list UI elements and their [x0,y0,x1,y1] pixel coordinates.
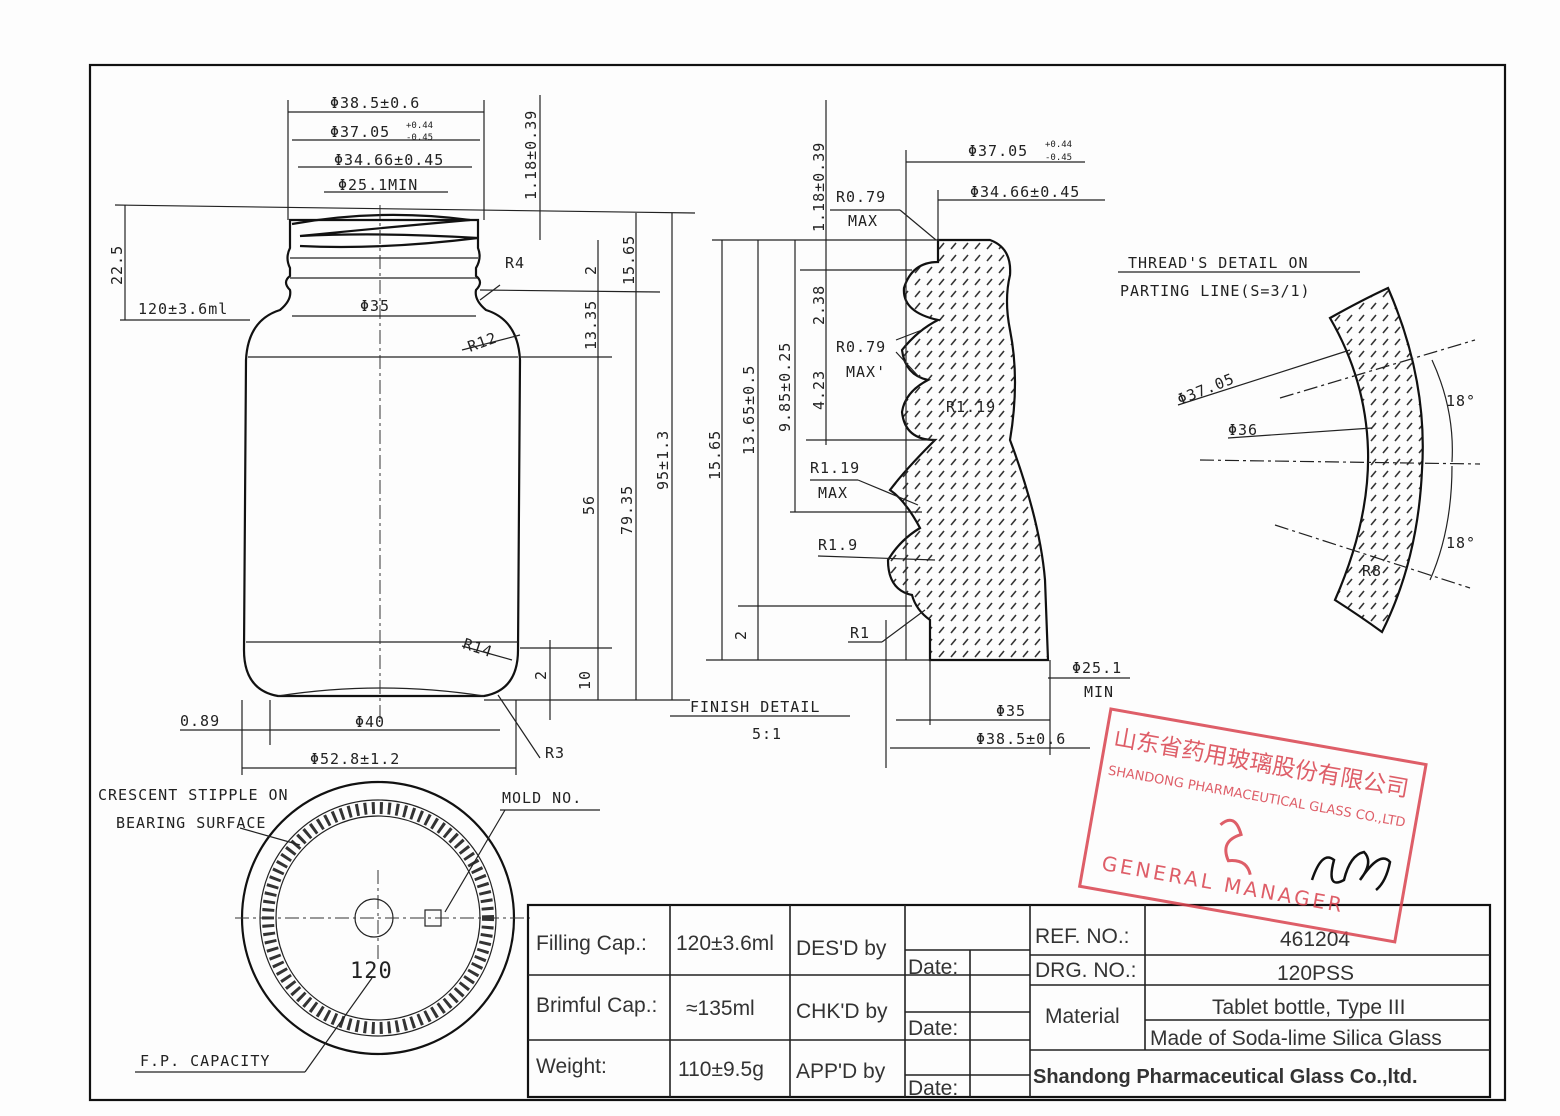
brimful-cap-label: Brimful Cap.: [536,994,657,1017]
radius-r12: R12 [465,329,499,356]
thread-detail-view: THREAD'S DETAIL ON PARTING LINE(S=3/1) Φ… [1118,254,1481,634]
dim-95: 95±1.3 [654,430,672,490]
finish-r1: R1 [850,624,870,642]
material-line-2: Made of Soda-lime Silica Glass [1150,1027,1442,1050]
finish-profile-section [886,238,1050,662]
dim-body-52-8: Φ52.8±1.2 [310,750,400,768]
finish-dim-38-5: Φ38.5±0.6 [976,730,1066,748]
finish-detail-scale: 5:1 [752,725,782,743]
finish-max-b: MAX' [846,363,886,381]
stamp-seal-glyph [1219,818,1252,876]
company-name: Shandong Pharmaceutical Glass Co.,ltd. [1033,1066,1418,1088]
capacity-label: 120±3.6ml [138,300,228,318]
finish-detail-view: Φ37.05 +0.44 -0.45 Φ34.66±0.45 1.18±0.39… [670,100,1130,768]
ref-no-label: REF. NO.: [1035,925,1130,948]
dim-56: 56 [580,495,598,515]
radius-r14: R14 [461,635,495,661]
ref-no-value: 461204 [1280,928,1350,951]
thread-dim-36: Φ36 [1228,421,1258,439]
drg-no-value: 120PSS [1277,962,1354,985]
dim-base-40: Φ40 [355,713,385,731]
finish-tol-up: +0.44 [1045,140,1072,150]
title-block: Filling Cap.: 120±3.6ml DES'D by Date: B… [526,903,1492,1100]
finish-dim-1-18: 1.18±0.39 [810,142,828,232]
dim-bore-25-1: Φ25.1MIN [338,176,418,194]
crescent-stipple-label-2: BEARING SURFACE [116,814,266,832]
drg-no-label: DRG. NO.: [1035,959,1137,982]
dim-22-5: 22.5 [108,245,126,285]
checked-date-label: Date: [908,1017,958,1040]
filling-cap-value: 120±3.6ml [676,932,774,955]
thread-angle-bottom: 18° [1446,534,1476,552]
dim-od-38-5: Φ38.5±0.6 [330,94,420,112]
thread-section [1328,286,1424,634]
company-stamp: 山东省药用玻璃股份有限公司 SHANDONG PHARMACEUTICAL GL… [1077,707,1428,944]
finish-r1-9: R1.9 [818,536,858,554]
finish-min: MIN [1084,683,1114,701]
brimful-cap-value: ≈135ml [686,997,755,1020]
dim-2-top: 2 [582,265,600,275]
material-label: Material [1045,1005,1120,1028]
finish-dim-25-1: Φ25.1 [1072,659,1122,677]
finish-tol-low: -0.45 [1045,153,1072,163]
dim-1-18: 1.18±0.39 [522,110,540,200]
signature [1310,850,1392,891]
stamp-role: GENERAL MANAGER [1100,851,1347,917]
checked-by-label: CHK'D by [796,1000,888,1023]
dim-13-35: 13.35 [582,300,600,350]
finish-max-c: MAX [818,484,848,502]
finish-dim-37-05: Φ37.05 [968,142,1028,160]
thread-dim-37-05: Φ37.05 [1175,369,1238,408]
weight-label: Weight: [536,1055,607,1078]
bottle-outline [242,218,522,698]
dim-od-37-05: Φ37.05 [330,123,390,141]
dim-2-bottom: 2 [532,670,550,680]
radius-r3: R3 [545,744,565,762]
designed-date-label: Date: [908,956,958,979]
bottle-elevation-view: Φ38.5±0.6 Φ37.05 +0.44 -0.45 Φ34.66±0.45… [108,94,696,775]
radius-r4: R4 [505,254,525,272]
dim-15-65: 15.65 [620,235,638,285]
dim-tol-up: +0.44 [406,121,433,131]
approved-by-label: APP'D by [796,1060,886,1083]
finish-r0-79-b: R0.79 [836,338,886,356]
finish-dim-35: Φ35 [996,702,1026,720]
finish-dim-9-85: 9.85±0.25 [776,342,794,432]
finish-dim-2: 2 [732,630,750,640]
dim-0-89: 0.89 [180,712,220,730]
thread-r8: R8 [1362,562,1382,580]
dim-thread-root-34-66: Φ34.66±0.45 [334,151,444,169]
finish-max-a: MAX [848,212,878,230]
finish-r0-79-a: R0.79 [836,188,886,206]
capacity-mark: 120 [350,959,393,984]
thread-detail-title-1: THREAD'S DETAIL ON [1128,254,1309,272]
finish-dim-34-66: Φ34.66±0.45 [970,183,1080,201]
bottle-bottom-view: CRESCENT STIPPLE ON BEARING SURFACE MOLD… [98,780,600,1073]
mold-no-label: MOLD NO. [502,789,582,807]
weight-value: 110±9.5g [678,1058,764,1081]
thread-angle-top: 18° [1446,392,1476,410]
crescent-stipple-label-1: CRESCENT STIPPLE ON [98,786,289,804]
finish-r1-19-a: R1.19 [946,398,996,416]
filling-cap-label: Filling Cap.: [536,932,647,955]
dim-79-35: 79.35 [618,485,636,535]
approved-date-label: Date: [908,1077,958,1100]
finish-dim-13-65: 13.65±0.5 [740,365,758,455]
dim-neck-35: Φ35 [360,297,390,315]
material-line-1: Tablet bottle, Type III [1212,996,1405,1019]
finish-dim-4-23: 4.23 [810,370,828,410]
designed-by-label: DES'D by [796,937,887,960]
drawing-border [88,63,1507,1102]
fp-capacity-label: F.P. CAPACITY [140,1052,270,1070]
finish-detail-title: FINISH DETAIL [690,698,820,716]
finish-dim-15-65: 15.65 [706,430,724,480]
dim-10: 10 [576,670,594,690]
finish-r1-19-b: R1.19 [810,459,860,477]
dim-tol-low: -0.45 [406,133,433,143]
finish-dim-2-38: 2.38 [810,285,828,325]
thread-detail-title-2: PARTING LINE(S=3/1) [1120,282,1311,300]
